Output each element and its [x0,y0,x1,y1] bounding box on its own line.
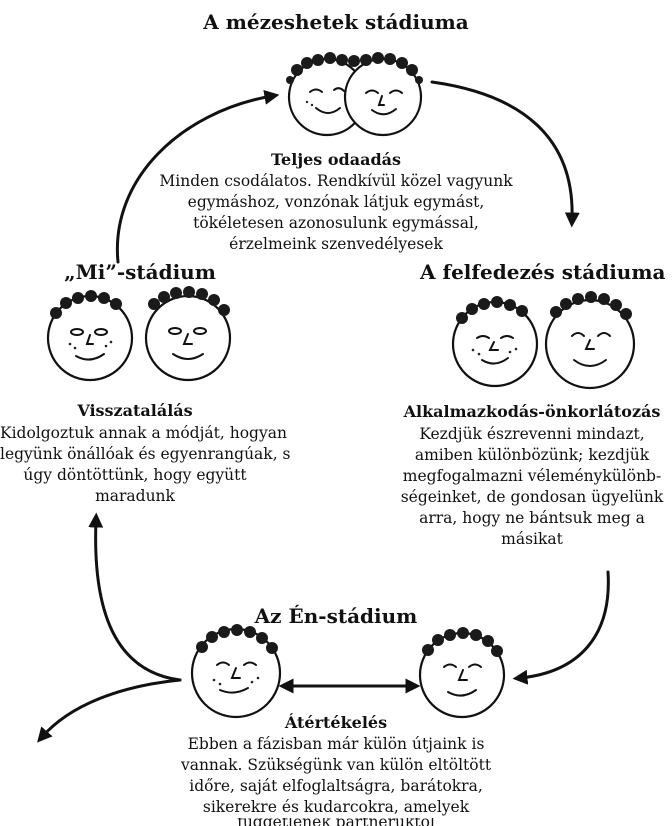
we-title: „Mi”-stádium [64,260,216,284]
self-line: vannak. Szükségünk van külön eltöltött [180,756,492,774]
self-description: Ebben a fázisban már külön útjaink is va… [0,734,672,818]
we-line: úgy döntöttünk, hogy együtt [23,466,247,484]
self-line: időre, saját elfoglaltságra, barátokra, [189,777,483,795]
self-face-right [418,631,506,719]
we-hair [50,286,230,319]
self-title: Az Én-stádium [254,604,418,628]
discovery-face-left [451,300,539,388]
we-line: maradunk [95,487,175,505]
honeymoon-description: Minden csodálatos. Rendkívül közel vagyu… [0,171,672,255]
discovery-line: ségeinket, de gondosan ügyelünk [400,488,664,506]
arrow-self-exit [37,678,182,743]
honeymoon-subtitle: Teljes odaadás [270,150,402,169]
arrow-we-to-honeymoon [115,89,280,264]
honeymoon-line: Minden csodálatos. Rendkívül közel vagyu… [159,172,513,190]
discovery-hair [456,291,632,324]
honeymoon-line: egymáshoz, vonzónak látjuk egymást, [187,193,485,211]
discovery-line: másikat [501,530,563,548]
discovery-line: amiben különbözünk; kezdjük [414,446,650,464]
honeymoon-title: A mézeshetek stádiuma [203,10,469,34]
arrow-discovery-to-self [512,570,610,685]
discovery-couple-faces [451,291,636,390]
discovery-line: Kezdjük észrevenni mindazt, [419,425,645,443]
we-face-right [144,294,232,382]
honeymoon-line: érzelmeink szenvedélyesek [229,235,443,253]
discovery-line: arra, hogy ne bántsuk meg a [419,509,645,527]
we-line: Kidolgoztuk annak a módját, hogyan [0,424,287,442]
we-couple-faces [46,286,232,382]
discovery-line: megfogalmazni véleménykülönb- [402,467,662,485]
discovery-title: A felfedezés stádiuma [420,260,666,284]
arrow-self-to-we [88,512,182,682]
honeymoon-hair [286,52,423,84]
discovery-subtitle: Alkalmazkodás-önkorlátozás [403,402,661,421]
self-left-hair [196,624,278,654]
self-subtitle: Átértékelés [284,713,388,732]
self-line: sikerekre és kudarcokra, amelyek [202,798,470,816]
honeymoon-couple-faces [286,52,423,137]
self-right-hair [422,627,503,657]
honeymoon-face-right [343,57,423,137]
we-subtitle: Visszatalálás [77,401,193,420]
we-description: Kidolgoztuk annak a módját, hogyan legyü… [0,423,291,507]
self-line-cut: függetlenek partnerüktől [0,818,672,826]
we-line: legyünk önállóak és egyenrangúak, s [0,445,291,463]
honeymoon-line: tökéletesen azonosulunk egymással, [193,214,479,232]
discovery-description: Kezdjük észrevenni mindazt, amiben külön… [398,424,666,550]
arrow-honeymoon-to-discovery [430,80,580,228]
self-line: Ebben a fázisban már külön útjaink is [187,735,485,753]
